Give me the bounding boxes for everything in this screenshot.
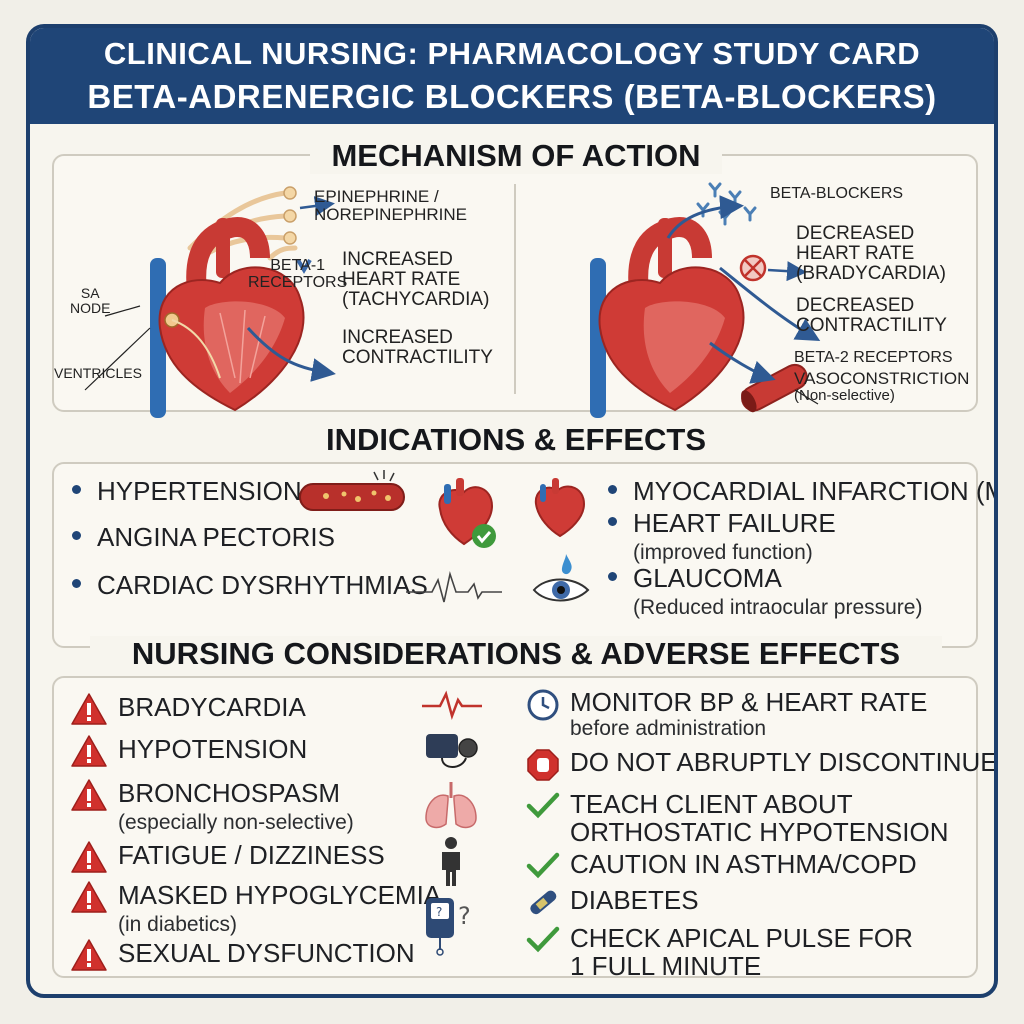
ecg-red-icon (422, 690, 482, 721)
header-banner: CLINICAL NURSING: PHARMACOLOGY STUDY CAR… (30, 28, 994, 124)
indication-glaucoma: GLAUCOMA(Reduced intraocular pressure) (608, 563, 922, 620)
check-icon (526, 852, 560, 879)
stop-hand-icon (527, 749, 559, 781)
ecg-icon (406, 570, 502, 603)
heart-check-icon (438, 478, 496, 548)
adverse-bronchospasm: BRONCHOSPASM(especially non-selective) (70, 778, 354, 835)
warning-icon (71, 735, 107, 767)
indication-mi: MYOCARDIAL INFARCTION (MI) (608, 476, 994, 507)
svg-text:?: ? (436, 905, 442, 919)
indication-angina: ANGINA PECTORIS (72, 522, 335, 553)
check-icon (526, 792, 560, 819)
mechanism-divider (514, 184, 516, 394)
glucose-meter-icon: ? ? (426, 898, 471, 956)
check-icon (526, 926, 560, 953)
mechanism-title: MECHANISM OF ACTION (310, 138, 722, 174)
adverse-sexual-dysfunction: SEXUAL DYSFUNCTION (70, 938, 415, 972)
artery-plaque-icon (299, 470, 405, 511)
nursing-title: NURSING CONSIDERATIONS & ADVERSE EFFECTS (90, 636, 942, 672)
insulin-pen-icon (530, 890, 557, 915)
indications-title: INDICATIONS & EFFECTS (325, 422, 707, 457)
header-line-1: CLINICAL NURSING: PHARMACOLOGY STUDY CAR… (103, 36, 921, 71)
clock-icon (527, 689, 559, 721)
svg-text:?: ? (458, 902, 471, 930)
beta-blockers-label: BETA-BLOCKERS (770, 185, 904, 202)
warning-icon (71, 939, 107, 971)
warning-icon (71, 841, 107, 873)
epinephrine-label: EPINEPHRINE /NOREPINEPHRINE (314, 187, 468, 224)
heart-diagram-right (590, 182, 821, 418)
action-do-not-discontinue: DO NOT ABRUPTLY DISCONTINUE (526, 748, 994, 782)
warning-icon (71, 693, 107, 725)
nursing-panel (52, 676, 978, 978)
heart-icon (534, 478, 586, 538)
study-card: CLINICAL NURSING: PHARMACOLOGY STUDY CAR… (26, 24, 998, 998)
warning-icon (71, 881, 107, 913)
action-caution-asthma: CAUTION IN ASTHMA/COPD (526, 850, 917, 880)
action-diabetes: DIABETES (526, 886, 699, 918)
indication-dysrhythmias: CARDIAC DYSRHYTHMIAS (72, 570, 428, 601)
bp-cuff-icon (426, 734, 478, 768)
adverse-hypotension: HYPOTENSION (70, 734, 307, 768)
indication-hypertension: HYPERTENSION (72, 476, 302, 507)
warning-icon (71, 779, 107, 811)
arrows-left (84, 196, 336, 391)
eye-drop-icon (532, 554, 590, 602)
adverse-bradycardia: BRADYCARDIA (70, 692, 306, 726)
heart-diagram-left (150, 186, 312, 418)
adverse-masked-hypoglycemia: MASKED HYPOGLYCEMIA(in diabetics) (70, 880, 441, 937)
ventricles-label: VENTRICLES (54, 365, 142, 381)
lungs-icon (425, 782, 477, 829)
indication-heart-failure: HEART FAILURE(improved function) (608, 508, 836, 565)
adverse-fatigue: FATIGUE / DIZZINESS (70, 840, 385, 874)
person-icon (442, 837, 460, 886)
indications-panel (52, 462, 978, 648)
beta2-label: BETA-2 RECEPTORS VASOCONSTRICTION (Non-s… (794, 349, 970, 404)
header-line-2: BETA-ADRENERGIC BLOCKERS (BETA-BLOCKERS) (87, 78, 937, 115)
